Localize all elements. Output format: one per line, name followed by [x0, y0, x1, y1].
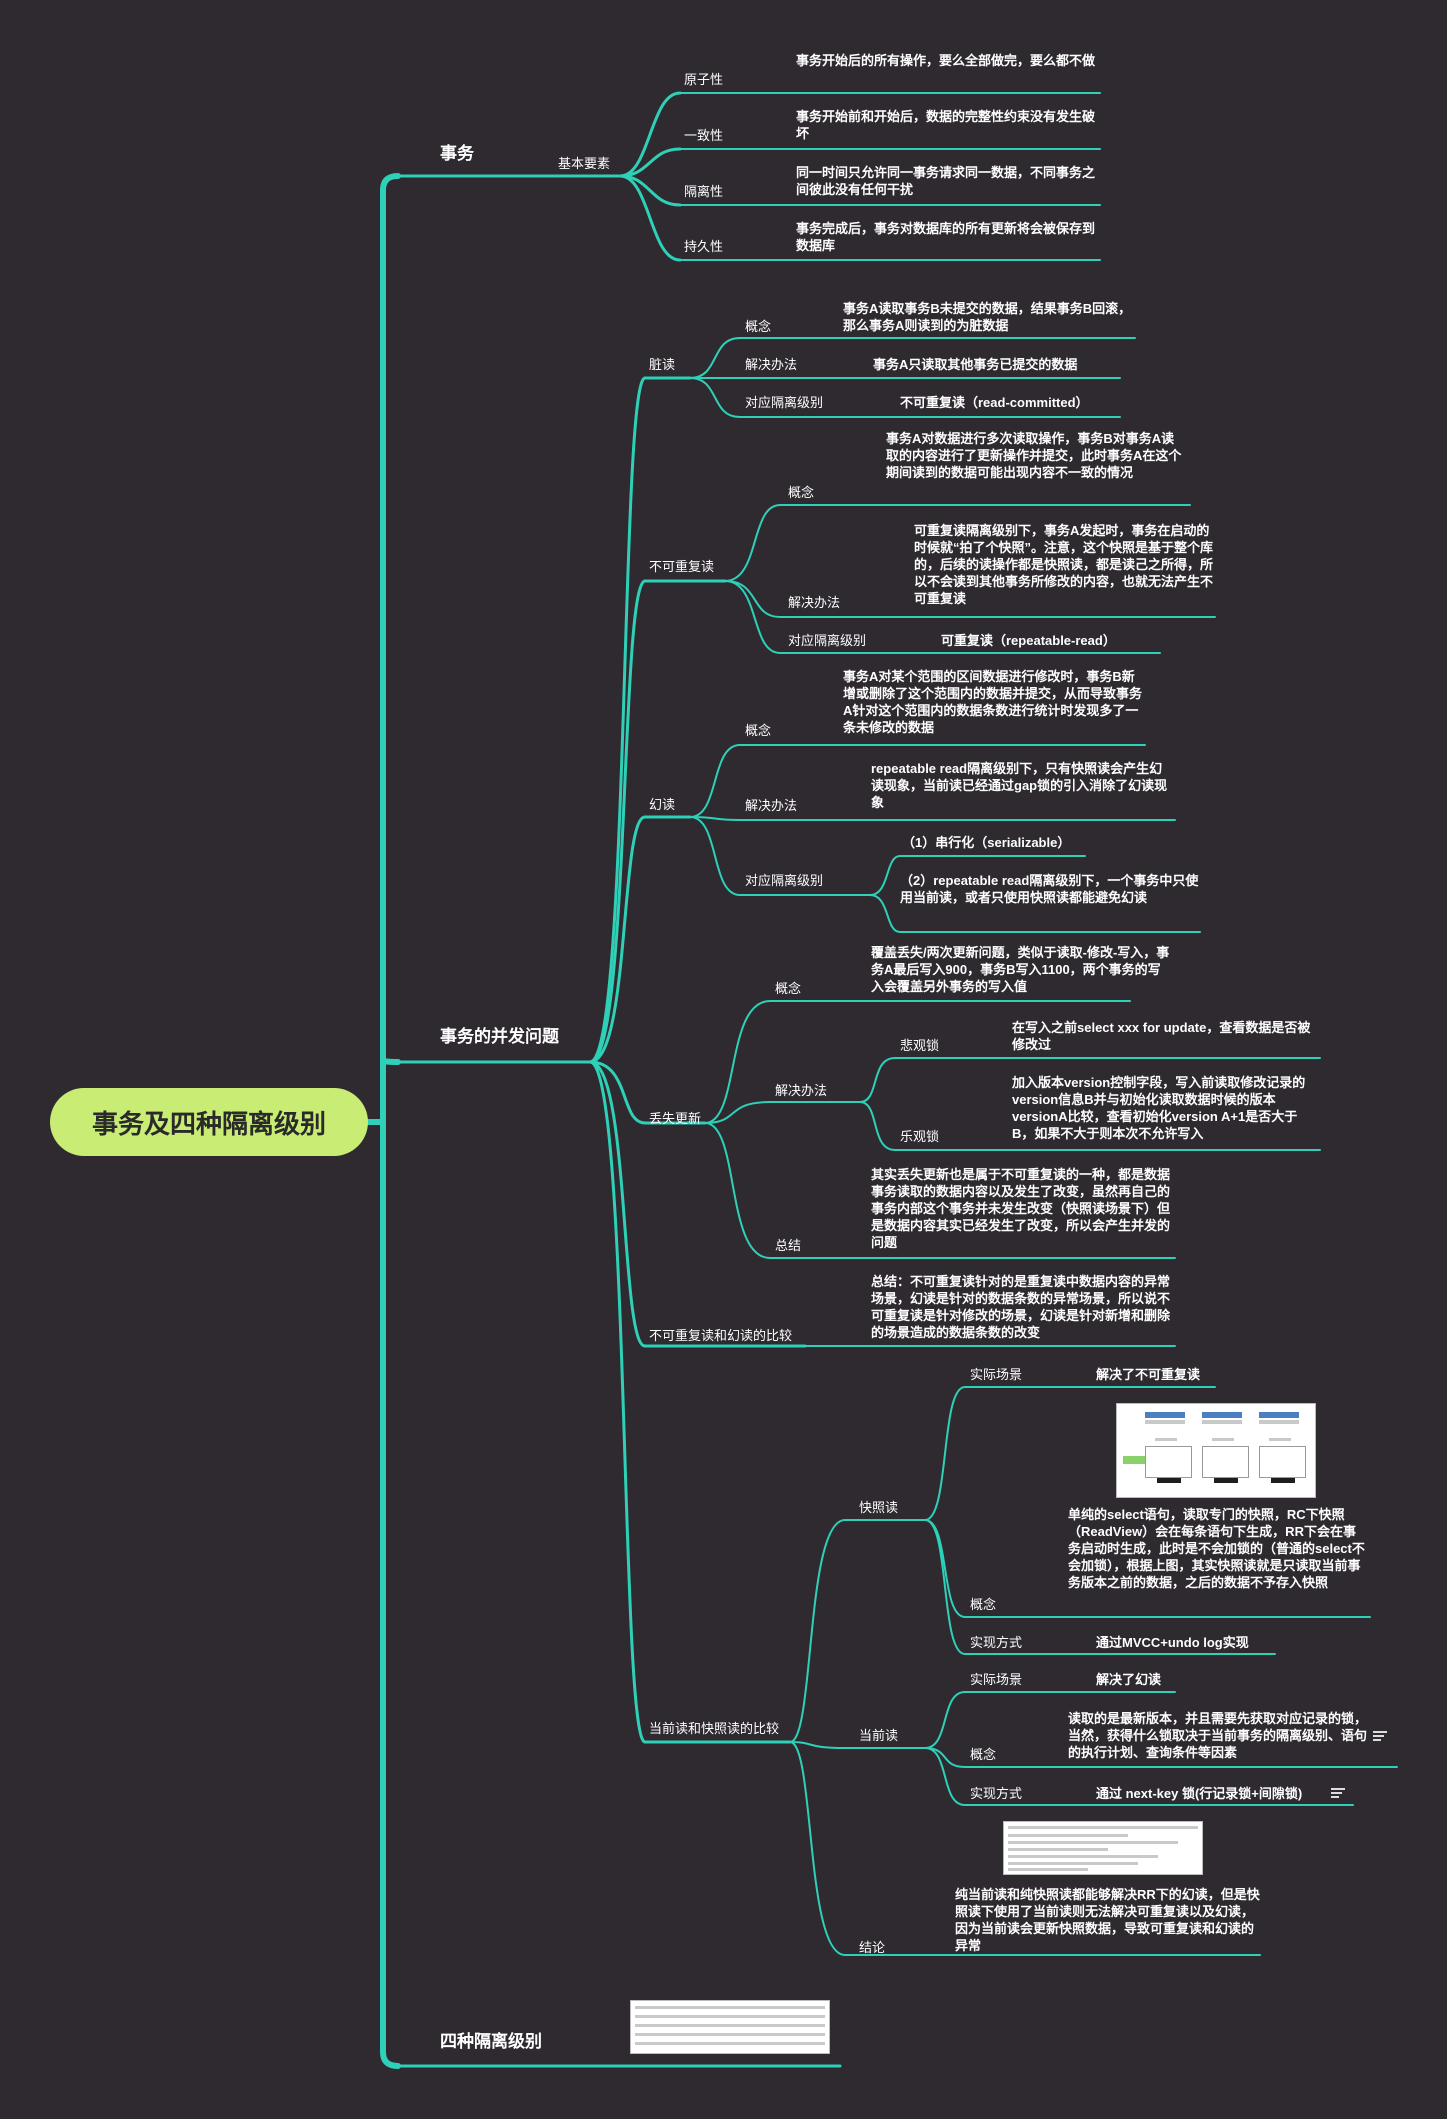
current-scene-label[interactable]: 实际场景 [970, 1672, 1023, 1687]
node-current-read[interactable]: 当前读 [859, 1728, 899, 1743]
node-basic-elements[interactable]: 基本要素 [558, 156, 611, 171]
node-lost-update[interactable]: 丢失更新 [649, 1111, 702, 1126]
node-current-vs-snapshot[interactable]: 当前读和快照读的比较 [649, 1721, 780, 1736]
snapshot-scene: 解决了不可重复读 [1096, 1367, 1201, 1382]
conclusion-label[interactable]: 结论 [859, 1940, 886, 1955]
lost-summary-label[interactable]: 总结 [775, 1238, 802, 1253]
consistency-desc: 事务开始前和开始后，数据的完整性约束没有发生破坏 [796, 109, 1096, 141]
dirty-concept: 事务A读取事务B未提交的数据，结果事务B回滚，那么事务A则读到的为脏数据 [843, 301, 1132, 333]
phantom-solution-label[interactable]: 解决办法 [745, 798, 798, 813]
atomicity-desc: 事务开始后的所有操作，要么全部做完，要么都不做 [796, 53, 1096, 68]
node-nonrepeatable-read[interactable]: 不可重复读 [649, 559, 715, 574]
dirty-concept-label[interactable]: 概念 [745, 319, 772, 334]
node-atomicity[interactable]: 原子性 [684, 72, 724, 87]
isolation-desc: 同一时间只允许同一事务请求同一数据，不同事务之间彼此没有任何干扰 [796, 165, 1096, 197]
dirty-solution: 事务A只读取其他事务已提交的数据 [873, 357, 1078, 372]
current-concept-label[interactable]: 概念 [970, 1747, 997, 1762]
durability-desc: 事务完成后，事务对数据库的所有更新将会被保存到数据库 [796, 221, 1096, 253]
current-scene: 解决了幻读 [1096, 1672, 1162, 1687]
node-durability[interactable]: 持久性 [684, 239, 724, 254]
snapshot-concept: 单纯的select语句，读取专门的快照，RC下快照（ReadView）会在每条语… [1068, 1507, 1365, 1590]
dirty-level: 不可重复读（read-committed） [900, 395, 1089, 410]
nonrepeat-solution: 可重复读隔离级别下，事务A发起时，事务在启动的时候就“拍了个快照”。注意，这个快… [914, 523, 1214, 606]
lost-concept-label[interactable]: 概念 [775, 981, 802, 996]
phantom-level-1: （1）串行化（serializable） [902, 835, 1071, 850]
node-snapshot-read[interactable]: 快照读 [859, 1500, 899, 1515]
phantom-solution: repeatable read隔离级别下，只有快照读会产生幻读现象，当前读已经通… [871, 761, 1168, 810]
nonrepeat-solution-label[interactable]: 解决办法 [788, 595, 841, 610]
nonrepeat-level-label[interactable]: 对应隔离级别 [788, 633, 867, 648]
phantom-level-label[interactable]: 对应隔离级别 [745, 873, 824, 888]
readview-diagram-image[interactable] [1116, 1403, 1316, 1498]
root-node[interactable]: 事务及四种隔离级别 [50, 1088, 368, 1156]
phantom-concept: 事务A对某个范围的区间数据进行修改时，事务B新增或删除了这个范围内的数据并提交，… [843, 669, 1143, 735]
optimistic-lock-label[interactable]: 乐观锁 [900, 1129, 940, 1144]
note-icon[interactable] [1373, 1731, 1387, 1741]
isolation-levels-table-image[interactable] [630, 2000, 830, 2054]
pessimistic-lock-label[interactable]: 悲观锁 [900, 1038, 940, 1053]
snapshot-impl: 通过MVCC+undo log实现 [1096, 1635, 1249, 1650]
conclusion-desc: 纯当前读和纯快照读都能够解决RR下的幻读，但是快照读下使用了当前读则无法解决可重… [955, 1887, 1260, 1953]
node-concurrency[interactable]: 事务的并发问题 [440, 1027, 559, 1046]
session-table-image[interactable] [1003, 1821, 1203, 1875]
node-shiwu[interactable]: 事务 [440, 144, 474, 163]
dirty-solution-label[interactable]: 解决办法 [745, 357, 798, 372]
optimistic-lock-desc: 加入版本version控制字段，写入前读取修改记录的version信息B并与初始… [1012, 1075, 1306, 1141]
phantom-level-2: （2）repeatable read隔离级别下，一个事务中只使用当前读，或者只使… [900, 873, 1199, 905]
phantom-concept-label[interactable]: 概念 [745, 723, 772, 738]
snapshot-impl-label[interactable]: 实现方式 [970, 1635, 1023, 1650]
lost-solution-label[interactable]: 解决办法 [775, 1083, 828, 1098]
nonrepeat-concept: 事务A对数据进行多次读取操作，事务B对事务A读取的内容进行了更新操作并提交，此时… [886, 431, 1182, 480]
node-isolation-levels[interactable]: 四种隔离级别 [440, 2032, 542, 2051]
current-impl-label[interactable]: 实现方式 [970, 1786, 1023, 1801]
snapshot-scene-label[interactable]: 实际场景 [970, 1367, 1023, 1382]
dirty-level-label[interactable]: 对应隔离级别 [745, 395, 824, 410]
node-compare[interactable]: 不可重复读和幻读的比较 [649, 1328, 793, 1343]
note-icon[interactable] [1331, 1788, 1345, 1798]
current-concept: 读取的是最新版本，并且需要先获取对应记录的锁，当然，获得什么锁取决于当前事务的隔… [1068, 1711, 1368, 1760]
current-impl: 通过 next-key 锁(行记录锁+间隙锁) [1096, 1786, 1303, 1801]
node-isolation[interactable]: 隔离性 [684, 184, 724, 199]
node-phantom-read[interactable]: 幻读 [649, 797, 676, 812]
nonrepeat-concept-label[interactable]: 概念 [788, 485, 815, 500]
nonrepeat-level: 可重复读（repeatable-read） [941, 633, 1116, 648]
snapshot-concept-label[interactable]: 概念 [970, 1597, 997, 1612]
pessimistic-lock-desc: 在写入之前select xxx for update，查看数据是否被修改过 [1012, 1020, 1311, 1052]
node-dirty-read[interactable]: 脏读 [649, 357, 676, 372]
compare-desc: 总结：不可重复读针对的是重复读中数据内容的异常场景，幻读是针对的数据条数的异常场… [871, 1274, 1171, 1340]
node-consistency[interactable]: 一致性 [684, 128, 724, 143]
lost-summary: 其实丢失更新也是属于不可重复读的一种，都是数据事务读取的数据内容以及发生了改变，… [871, 1167, 1171, 1250]
lost-concept: 覆盖丢失/两次更新问题，类似于读取-修改-写入，事务A最后写入900，事务B写入… [871, 945, 1170, 994]
